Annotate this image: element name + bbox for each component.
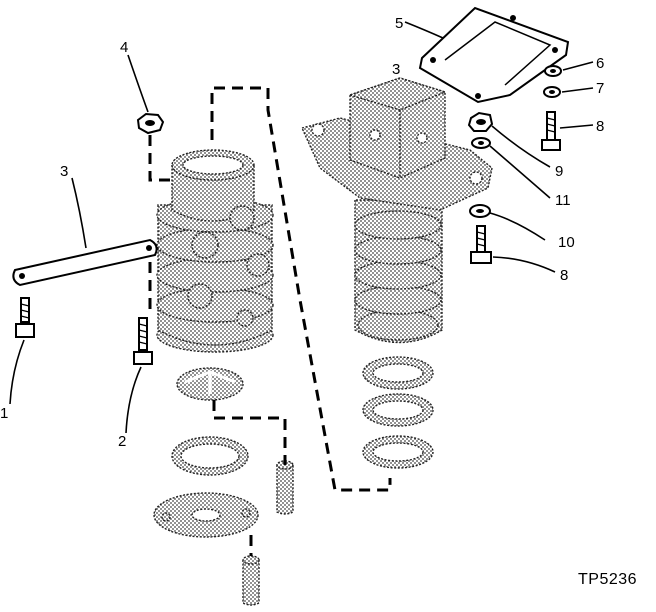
right-hardware	[467, 65, 562, 264]
hex-nut	[136, 112, 165, 135]
callout-10: 10	[558, 234, 575, 251]
callout-9: 9	[555, 163, 563, 180]
callout-1: 1	[0, 405, 8, 422]
figure-code: TP5236	[578, 571, 637, 588]
callout-3-strap: 3	[60, 163, 68, 180]
right-valve-assembly	[301, 77, 493, 469]
callout-2: 2	[118, 433, 126, 450]
callout-11: 11	[555, 192, 571, 209]
support-strap	[12, 238, 158, 287]
callout-8-top: 8	[596, 118, 604, 135]
callout-5: 5	[395, 15, 403, 32]
callout-4: 4	[120, 39, 128, 56]
left-body-assembly	[156, 149, 274, 353]
callout-3-valve: 3	[392, 61, 400, 78]
callout-8-bottom: 8	[560, 267, 568, 284]
callout-6: 6	[596, 55, 604, 72]
assembly-centerlines	[148, 86, 392, 556]
mounting-bracket	[418, 6, 570, 104]
leader-lines	[9, 21, 594, 434]
cap-screw-2	[133, 317, 153, 365]
callout-7: 7	[596, 80, 604, 97]
lower-seal-rings	[153, 367, 294, 606]
cap-screw-1	[15, 297, 35, 338]
callout-labels: 1 2 3 3 4 5 6 7 8 8 9 10 11 TP5236	[0, 15, 637, 588]
